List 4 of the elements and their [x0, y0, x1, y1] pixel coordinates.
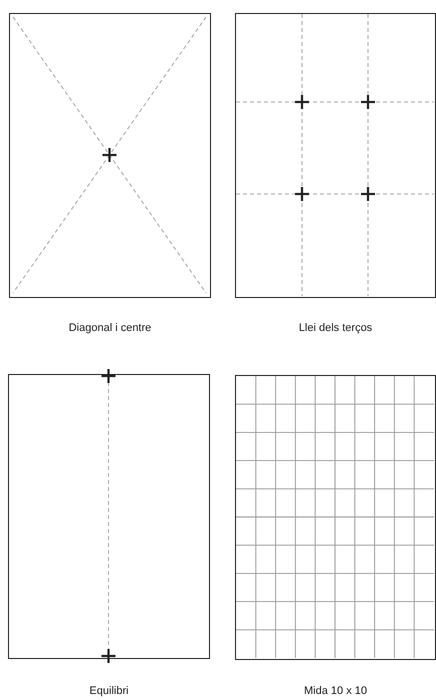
node-label: Equilibri [88, 684, 130, 699]
node-label: Llei dels terços [298, 321, 374, 336]
node-label: Diagonal i centre [68, 321, 152, 336]
node-label: Mida 10 x 10 [303, 684, 368, 699]
